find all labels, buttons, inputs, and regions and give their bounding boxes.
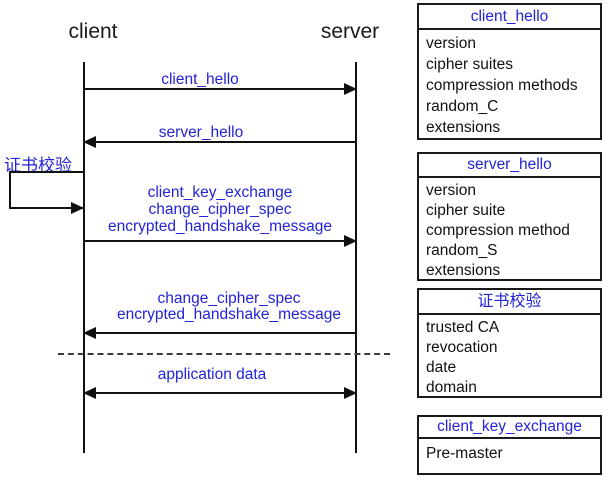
info-box-item: compression method: [426, 222, 570, 239]
message-label-line: client_key_exchange: [147, 184, 293, 201]
info-box-title: server_hello: [419, 154, 600, 178]
arrow-server-hello: [83, 136, 356, 148]
arrow-application-data: [83, 387, 357, 399]
info-box-item: cipher suite: [426, 202, 506, 219]
info-box-item: version: [426, 182, 476, 199]
info-box-item: Pre-master: [426, 445, 503, 462]
message-label-line: change_cipher_spec: [157, 290, 301, 307]
info-box-server-hello: server_hello version cipher suite compre…: [417, 152, 602, 281]
handshake-complete-divider: [58, 353, 390, 355]
info-box-item: version: [426, 35, 476, 52]
client-actor-label: client: [68, 20, 118, 43]
info-box-item: domain: [426, 379, 477, 396]
info-box-title: client_hello: [419, 5, 600, 30]
info-box-item: random_C: [426, 98, 499, 115]
info-box-item: compression methods: [426, 77, 578, 94]
client-lifeline: [83, 62, 85, 453]
info-box-item: revocation: [426, 339, 498, 356]
info-box-item: random_S: [426, 242, 498, 259]
arrow-client-key-exchange: [84, 235, 357, 247]
message-label-line: application data: [157, 366, 267, 383]
message-label-line: client_hello: [161, 71, 239, 88]
message-label-line: encrypted_handshake_message: [116, 306, 342, 323]
info-box-item: trusted CA: [426, 319, 500, 336]
message-label-client-hello: client_hello: [64, 71, 336, 88]
arrow-server-finished: [83, 327, 356, 339]
server-actor-label: server: [320, 20, 380, 43]
certificate-verification-self-loop: [9, 171, 84, 214]
message-label-line: change_cipher_spec: [148, 201, 292, 218]
message-label-line: encrypted_handshake_message: [107, 218, 333, 235]
info-box-item: extensions: [426, 119, 501, 136]
info-box-title: 证书校验: [419, 290, 600, 315]
info-box-item: cipher suites: [426, 56, 514, 73]
message-label-server-hello: server_hello: [65, 124, 337, 141]
info-box-client-hello: client_hello version cipher suites compr…: [417, 3, 602, 140]
server-lifeline: [355, 62, 357, 453]
message-label-line: server_hello: [158, 124, 244, 141]
info-box-title: client_key_exchange: [419, 417, 600, 439]
info-box-item: extensions: [426, 262, 501, 279]
info-box-client-key-exchange: client_key_exchange Pre-master: [417, 415, 602, 475]
info-box-item: date: [426, 359, 457, 376]
arrow-client-hello: [84, 83, 357, 95]
info-box-certificate-verification: 证书校验 trusted CA revocation date domain: [417, 288, 602, 398]
message-label-application-data: application data: [76, 366, 348, 383]
certificate-verification-label: 证书校验: [4, 156, 72, 175]
message-label-server-finished-group: change_cipher_spec encrypted_handshake_m…: [93, 291, 365, 323]
message-label-client-key-exchange-group: client_key_exchange change_cipher_spec e…: [84, 184, 356, 235]
